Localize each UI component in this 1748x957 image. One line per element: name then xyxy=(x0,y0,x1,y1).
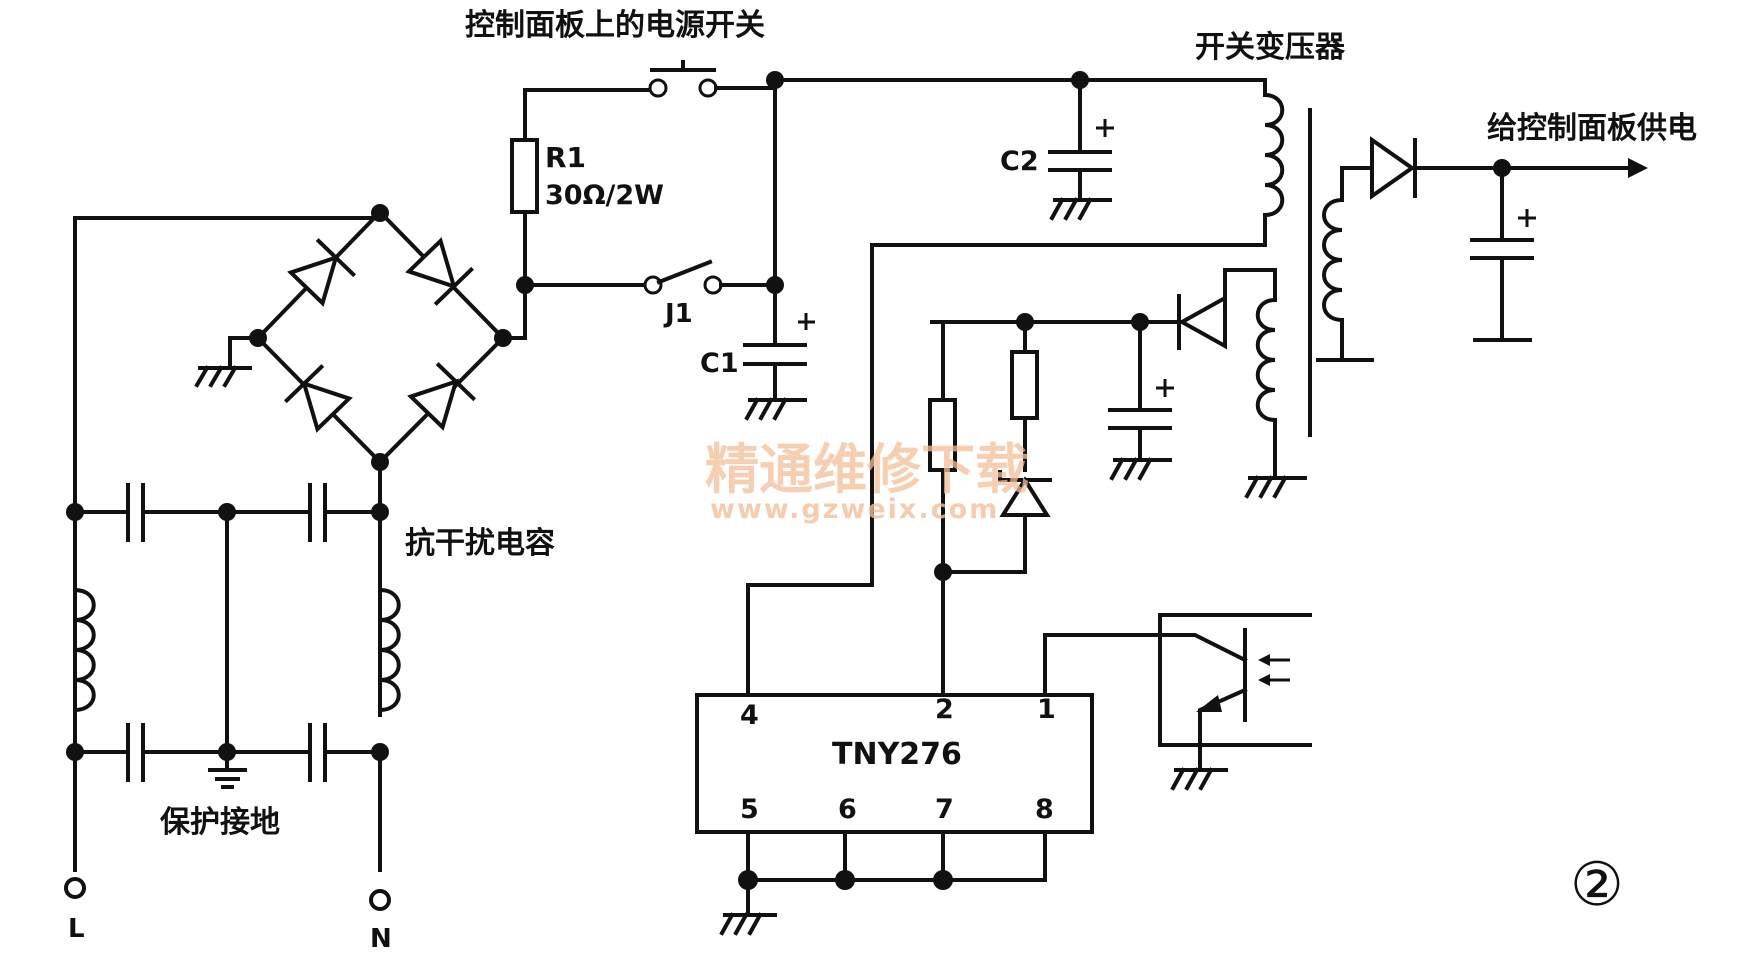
c2-label: C2 xyxy=(1000,146,1039,177)
neutral-label: N xyxy=(370,924,392,954)
tny276-ic xyxy=(695,633,1162,936)
input-switching xyxy=(510,60,815,421)
line-label: L xyxy=(68,914,85,944)
j1-label: J1 xyxy=(663,299,693,329)
r1-resistor xyxy=(510,138,539,214)
ic-pin-label: 7 xyxy=(935,794,954,825)
ic-pin-label: 4 xyxy=(740,700,759,731)
line-terminal xyxy=(64,877,86,899)
transformer-label: 开关变压器 xyxy=(1195,30,1346,65)
r1-value: 30Ω/2W xyxy=(545,180,664,211)
ic-pin-label: 1 xyxy=(1037,694,1056,725)
neutral-terminal xyxy=(369,889,391,911)
ic-pin-label: 2 xyxy=(935,694,954,725)
watermark-url: www.gzweix.com xyxy=(710,494,999,525)
watermark-title: 精通维修下载 xyxy=(705,437,1029,501)
c1-label: C1 xyxy=(700,348,739,379)
r1-name: R1 xyxy=(545,141,586,174)
ic-pin-label: 6 xyxy=(838,794,857,825)
ac-input-filter xyxy=(64,216,401,911)
figure-number: ② xyxy=(1570,850,1624,920)
protective-ground-label: 保护接地 xyxy=(160,805,280,840)
ic-pin-label: 8 xyxy=(1035,794,1054,825)
bridge-rectifier xyxy=(194,204,527,514)
emi-capacitor-label: 抗干扰电容 xyxy=(405,526,555,561)
transformer-stage xyxy=(746,71,1648,697)
ic-pin-label: 5 xyxy=(740,794,759,825)
power-switch-label: 控制面板上的电源开关 xyxy=(465,8,765,43)
ic-name: TNY276 xyxy=(832,737,962,772)
optocoupler xyxy=(1158,613,1312,791)
output-label: 给控制面板供电 xyxy=(1487,111,1697,146)
